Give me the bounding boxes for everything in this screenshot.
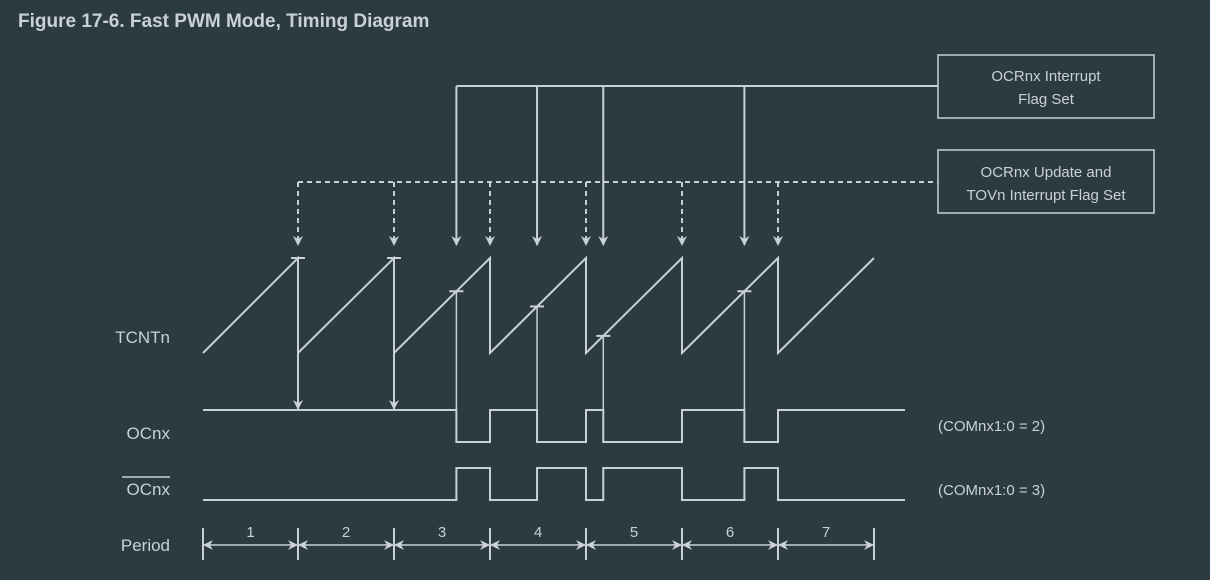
compare-markers bbox=[291, 257, 752, 410]
ocnx-inverted-trace bbox=[203, 467, 905, 501]
period-number: 3 bbox=[438, 524, 446, 541]
period-axis: 1 2 3 4 5 6 7 bbox=[202, 524, 875, 560]
period-number: 6 bbox=[726, 524, 734, 541]
ocnx-trace bbox=[203, 409, 905, 443]
period-number: 1 bbox=[246, 524, 254, 541]
ocnx-waveform bbox=[203, 409, 905, 443]
callout-lines bbox=[293, 85, 938, 246]
tov-interrupt-callout: OCRnx Update and TOVn Interrupt Flag Set bbox=[937, 149, 1155, 214]
period-label: Period bbox=[121, 536, 170, 555]
ocr-callout-line-1: OCRnx Interrupt bbox=[991, 68, 1101, 85]
tov-callout-line-1: OCRnx Update and bbox=[981, 164, 1112, 181]
com-mode-3-label: (COMnx1:0 = 3) bbox=[938, 482, 1045, 499]
figure-title: Figure 17-6. Fast PWM Mode, Timing Diagr… bbox=[18, 11, 430, 32]
ocnx-inverted-label: OCnx bbox=[127, 480, 171, 499]
ocnx-label: OCnx bbox=[127, 424, 171, 443]
tcnt-label: TCNTn bbox=[115, 328, 170, 347]
period-number: 2 bbox=[342, 524, 350, 541]
ocnx-inverted-waveform bbox=[203, 467, 905, 501]
tov-callout-line-2: TOVn Interrupt Flag Set bbox=[967, 187, 1127, 204]
ocr-interrupt-callout: OCRnx Interrupt Flag Set bbox=[937, 54, 1155, 119]
period-number: 5 bbox=[630, 524, 638, 541]
period-number: 4 bbox=[534, 524, 542, 541]
com-mode-2-label: (COMnx1:0 = 2) bbox=[938, 418, 1045, 435]
period-number: 7 bbox=[822, 524, 830, 541]
ocr-callout-line-2: Flag Set bbox=[1018, 91, 1075, 108]
